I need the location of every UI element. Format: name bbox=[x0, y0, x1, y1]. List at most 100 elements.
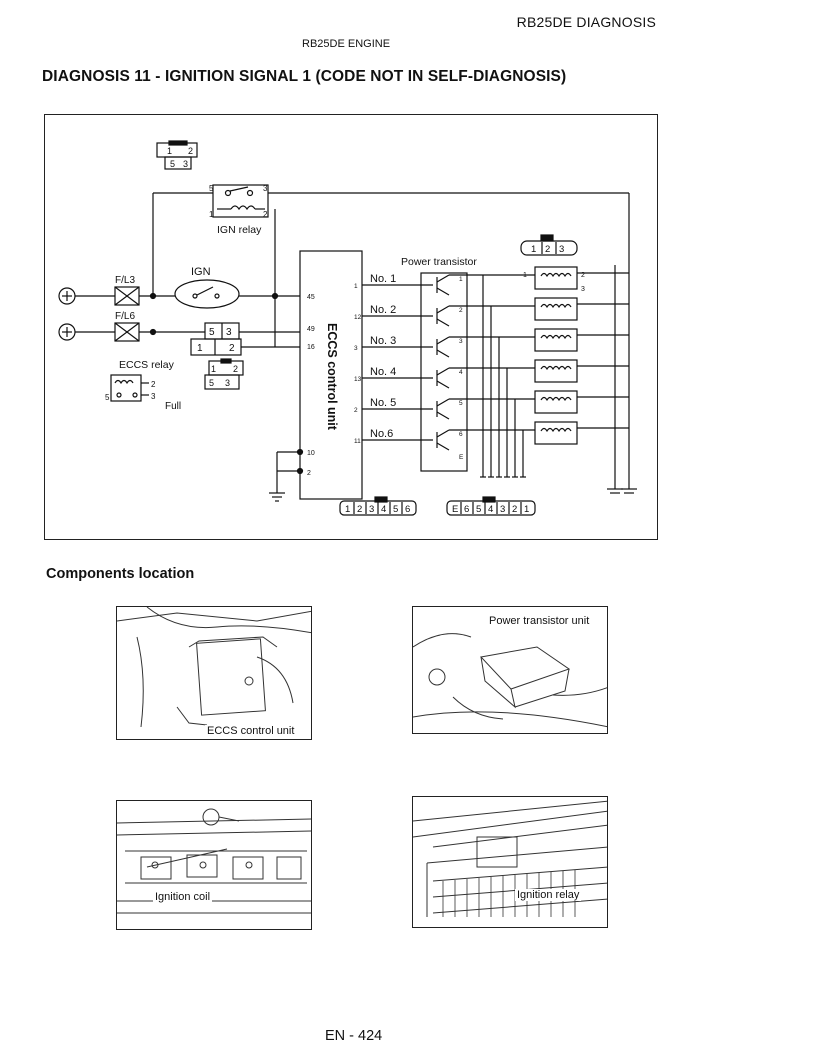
cylinder-label: No. 1 bbox=[370, 273, 396, 285]
ecu-connector-pin: 5 bbox=[393, 504, 398, 515]
coil-winding bbox=[540, 427, 572, 433]
svg-text:2: 2 bbox=[229, 343, 235, 354]
pt-connector-pin: 4 bbox=[488, 504, 493, 515]
photo-ignition-relay: Ignition relay bbox=[412, 796, 608, 928]
photo-power-transistor-unit: Power transistor unit bbox=[412, 606, 608, 734]
svg-text:5: 5 bbox=[170, 159, 175, 169]
svg-text:1: 1 bbox=[167, 146, 172, 156]
eccs-relay-note: Full bbox=[165, 401, 181, 412]
ecu-output-pin: 12 bbox=[354, 314, 362, 321]
ecu-photo-icon bbox=[117, 607, 311, 728]
power-transistor-photo-icon bbox=[413, 633, 607, 728]
pt-connector-pin: 1 bbox=[524, 504, 529, 515]
ignition-coil-symbol bbox=[534, 421, 578, 445]
svg-text:3: 3 bbox=[226, 327, 232, 338]
power-transistor-box bbox=[420, 272, 468, 472]
transistor-emitter bbox=[436, 380, 450, 389]
ecu-pin-45: 45 bbox=[307, 294, 315, 301]
battery-terminal-2 bbox=[58, 323, 76, 341]
ecu-output-pin: 1 bbox=[354, 283, 358, 290]
ecu-pin-10: 10 bbox=[307, 450, 315, 457]
relay-pin-5: 5 bbox=[209, 184, 214, 193]
transistor-pin: 5 bbox=[459, 400, 463, 407]
pt-connector-pin: 5 bbox=[476, 504, 481, 515]
ign-switch-label: IGN bbox=[191, 266, 211, 278]
photo-caption-power-transistor: Power transistor unit bbox=[487, 615, 592, 627]
transistor-emitter bbox=[436, 287, 450, 296]
ecu-pin-16: 16 bbox=[307, 344, 315, 351]
photo-caption-ignition-relay: Ignition relay bbox=[515, 889, 582, 901]
transistor-pin: 1 bbox=[459, 276, 463, 283]
svg-text:5: 5 bbox=[105, 393, 110, 402]
cylinder-label: No. 3 bbox=[370, 335, 396, 347]
fuse-fl3-label: F/L3 bbox=[115, 275, 135, 286]
page-number: EN - 424 bbox=[325, 1028, 383, 1044]
ignition-relay-photo-icon bbox=[413, 800, 607, 917]
coil-winding bbox=[540, 334, 572, 340]
cylinder-label: No. 5 bbox=[370, 397, 396, 409]
coil-winding bbox=[540, 396, 572, 402]
photo-caption-ignition-coil: Ignition coil bbox=[153, 891, 213, 903]
transistor-collector bbox=[436, 429, 450, 438]
ecu-output-pin: 3 bbox=[354, 345, 358, 352]
eccs-relay-label: ECCS relay bbox=[119, 359, 175, 371]
coil-winding bbox=[540, 272, 572, 278]
coil-pin-3: 3 bbox=[581, 286, 585, 293]
ignition-coil-symbol bbox=[534, 390, 578, 414]
svg-text:3: 3 bbox=[151, 392, 156, 401]
battery-terminal-1 bbox=[58, 287, 76, 305]
pt-connector-pin: 6 bbox=[464, 504, 469, 515]
ign-relay-symbol: 5 3 1 2 IGN relay bbox=[153, 184, 629, 236]
transistor-pin: 3 bbox=[459, 338, 463, 345]
wiring-diagram-svg: 1 2 5 3 5 3 1 2 IGN relay bbox=[58, 140, 637, 516]
svg-text:2: 2 bbox=[233, 364, 238, 374]
coil-pin-2: 2 bbox=[581, 272, 585, 279]
transistor-collector bbox=[436, 274, 450, 283]
ignition-coil-symbol bbox=[534, 359, 578, 383]
ignition-coil-symbol bbox=[534, 328, 578, 352]
svg-text:3: 3 bbox=[225, 378, 230, 388]
photo-ignition-coil: Ignition coil bbox=[116, 800, 312, 930]
eccs-control-unit-label: ECCS control unit bbox=[325, 323, 339, 431]
transistor-emitter bbox=[436, 349, 450, 358]
wiring-diagram: 1 2 5 3 5 3 1 2 IGN relay bbox=[44, 114, 658, 540]
ecu-pin-2: 2 bbox=[307, 470, 311, 477]
fuse-fl6-label: F/L6 bbox=[115, 311, 135, 322]
transistor-pin-e: E bbox=[459, 454, 464, 461]
ignition-coil-symbol bbox=[534, 297, 578, 321]
eccs-control-unit-box bbox=[299, 250, 363, 500]
coil-winding bbox=[540, 303, 572, 309]
photo-eccs-control-unit: ECCS control unit bbox=[116, 606, 312, 740]
svg-text:5: 5 bbox=[209, 378, 214, 388]
coil-connector-pin: 3 bbox=[559, 244, 564, 255]
ecu-connector-pin: 3 bbox=[369, 504, 374, 515]
ignition-coil-photo-icon bbox=[117, 808, 311, 914]
svg-text:5: 5 bbox=[209, 327, 215, 338]
ecu-connector-pin: 6 bbox=[405, 504, 410, 515]
transistor-collector bbox=[436, 305, 450, 314]
svg-text:2: 2 bbox=[188, 146, 193, 156]
ecu-output-pin: 13 bbox=[354, 376, 362, 383]
relay-connector-icon: 1 2 5 3 bbox=[156, 140, 198, 170]
relay-pin-3: 3 bbox=[263, 184, 268, 193]
eccs-relay-symbol: 23 5 bbox=[105, 374, 156, 402]
svg-text:1: 1 bbox=[197, 343, 203, 354]
components-location-title: Components location bbox=[46, 566, 195, 582]
ecu-connector-pin: 2 bbox=[357, 504, 362, 515]
ign-relay-label: IGN relay bbox=[217, 224, 262, 236]
transistor-emitter bbox=[436, 442, 450, 451]
ignition-coil-symbol bbox=[534, 266, 578, 290]
engine-header: RB25DE ENGINE bbox=[302, 38, 391, 50]
ecu-output-pin: 11 bbox=[354, 438, 361, 445]
relay-pin-1: 1 bbox=[209, 210, 214, 219]
coil-connector-pin: 2 bbox=[545, 244, 550, 255]
transistor-emitter bbox=[436, 411, 450, 420]
transistor-pin: 2 bbox=[459, 307, 463, 314]
coil-winding bbox=[540, 365, 572, 371]
power-transistor-label: Power transistor bbox=[401, 256, 477, 268]
ecu-connector-pin: 4 bbox=[381, 504, 386, 515]
